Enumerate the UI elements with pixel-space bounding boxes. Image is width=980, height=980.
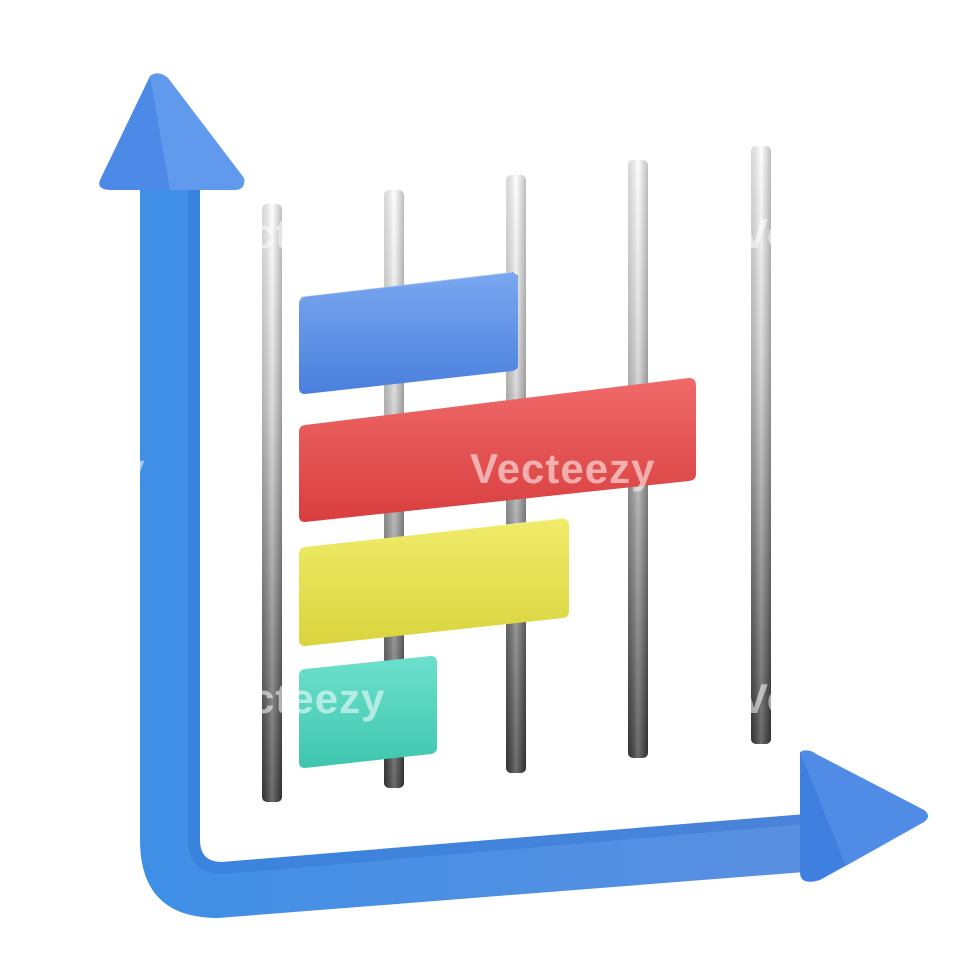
teal-bar: [299, 656, 437, 768]
red-bar: [299, 378, 696, 522]
blue-bar: [299, 272, 518, 394]
chart-axes: [99, 73, 928, 918]
yellow-bar: [299, 518, 569, 646]
bars: [299, 272, 696, 768]
y-axis: [140, 170, 830, 918]
